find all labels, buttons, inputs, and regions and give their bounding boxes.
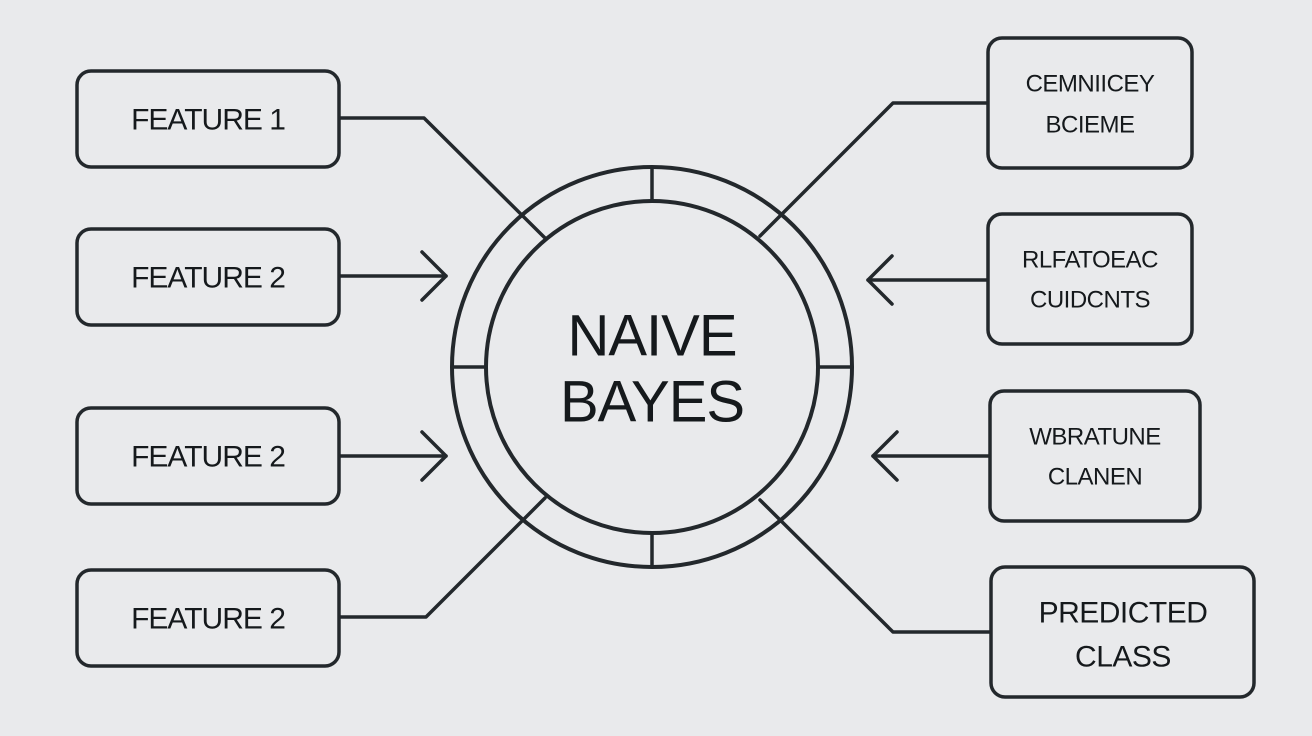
center-title-line2: BAYES (560, 370, 744, 435)
output-box-3: WBRATUNE CLANEN (988, 389, 1202, 523)
output-box-frame (988, 389, 1202, 523)
arrowhead-feature-2b (420, 430, 448, 482)
feature-label: FEATURE 2 (131, 603, 285, 636)
predicted-class-box: PREDICTED CLASS (989, 565, 1256, 699)
output-box-frame (986, 212, 1194, 346)
output-label-line2: CLANEN (1048, 464, 1142, 491)
predicted-class-line1: PREDICTED (1039, 597, 1208, 630)
feature-box-frame (75, 406, 341, 506)
feature-label: FEATURE 1 (131, 104, 285, 137)
input-connectors (338, 116, 547, 619)
connector-output-1 (758, 101, 990, 238)
output-box-frame (989, 565, 1256, 699)
output-label-line2: BCIEME (1045, 112, 1134, 139)
predicted-class-line2: CLASS (1075, 641, 1171, 674)
output-label-line1: WBRATUNE (1029, 424, 1161, 451)
output-box-frame (986, 36, 1194, 170)
feature-box-frame (75, 227, 341, 327)
feature-label: FEATURE 2 (131, 262, 285, 295)
center-title-line1: NAIVE (567, 304, 736, 369)
feature-box-2: FEATURE 2 (75, 227, 341, 327)
output-label-line1: RLFATOEAC (1022, 247, 1158, 274)
connector-feature-2c (338, 496, 547, 619)
output-label-line2: CUIDCNTS (1030, 287, 1150, 314)
naive-bayes-hub: NAIVE BAYES (450, 165, 854, 569)
feature-box-frame (75, 568, 341, 668)
output-box-2: RLFATOEAC CUIDCNTS (986, 212, 1194, 346)
output-connectors (758, 101, 994, 634)
feature-box-4: FEATURE 2 (75, 568, 341, 668)
feature-box-3: FEATURE 2 (75, 406, 341, 506)
feature-label: FEATURE 2 (131, 441, 285, 474)
arrowhead-output-3 (871, 430, 899, 482)
connector-predicted-class (758, 498, 994, 634)
arrowhead-output-2 (866, 254, 894, 306)
output-label-line1: CEMNIICEY (1026, 71, 1155, 98)
arrowhead-feature-2a (420, 250, 448, 302)
feature-box-frame (75, 69, 341, 169)
output-box-1: CEMNIICEY BCIEME (986, 36, 1194, 170)
connector-feature-1 (338, 116, 547, 240)
feature-box-1: FEATURE 1 (75, 69, 341, 169)
